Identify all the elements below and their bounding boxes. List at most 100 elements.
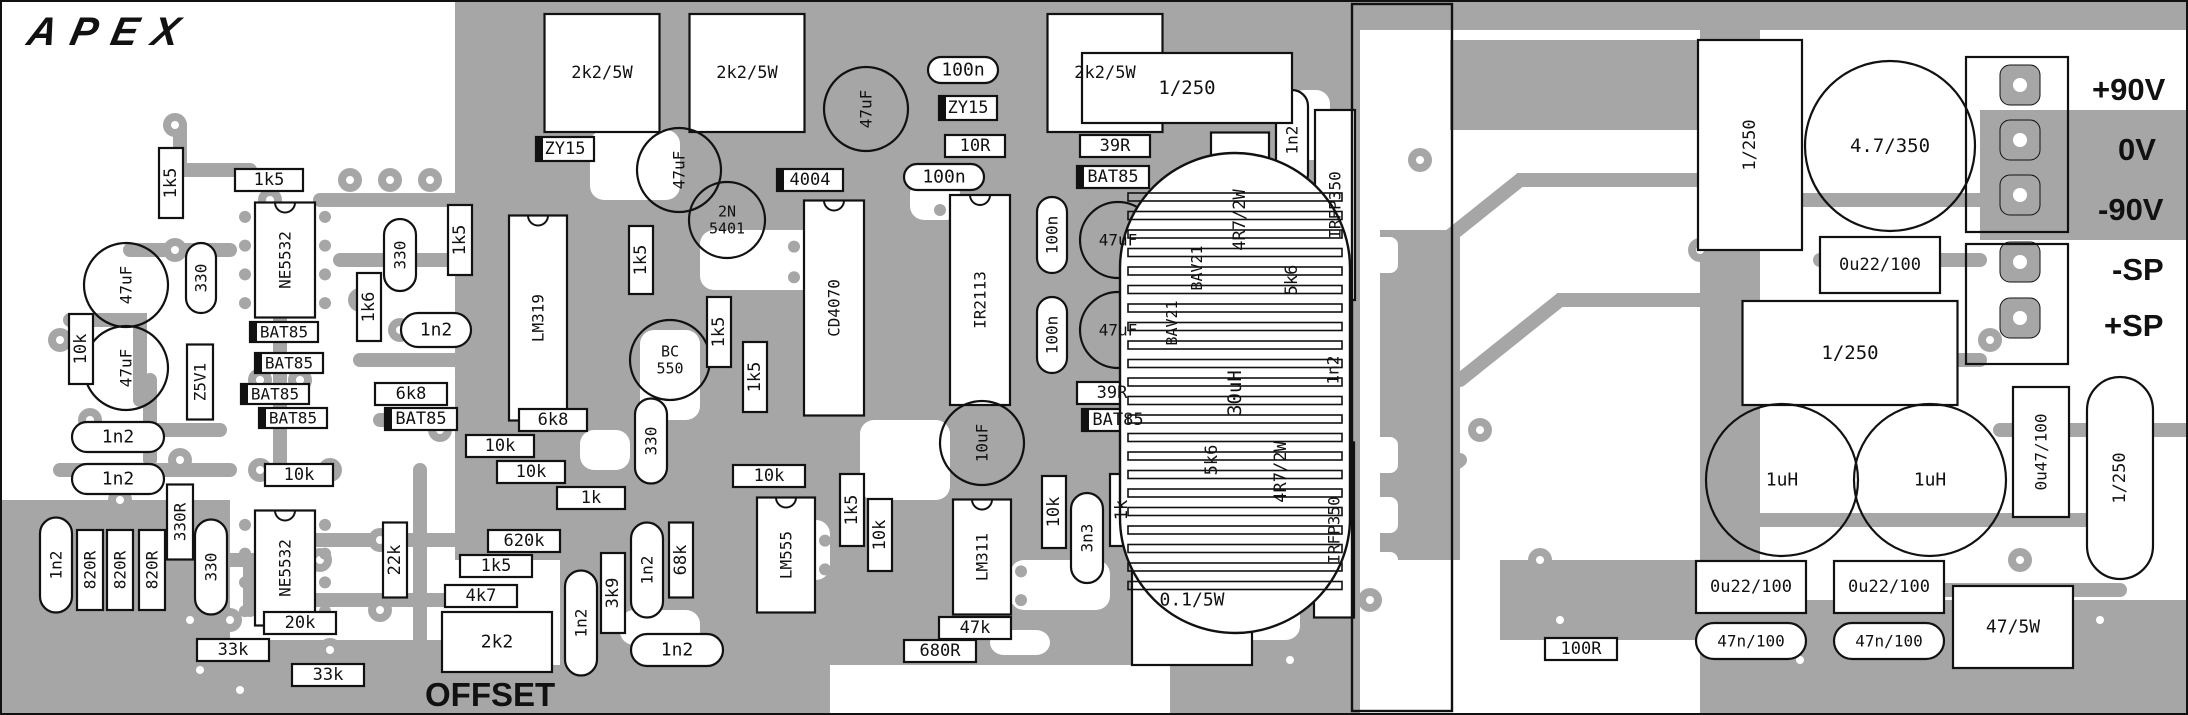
mosfet-pad xyxy=(1362,237,1398,273)
zd-zy15-1-band xyxy=(939,96,946,120)
ic-pin xyxy=(1014,264,1026,276)
ic-pin xyxy=(934,294,946,306)
d-bat85-c-band xyxy=(241,384,248,404)
connector-label-minus-sp: -SP xyxy=(2112,252,2164,287)
r-3k9-label: 3k9 xyxy=(603,578,623,609)
c-47uf-2 xyxy=(822,65,910,153)
terminal-hole xyxy=(2013,188,2027,202)
r-20k xyxy=(262,610,338,636)
r-620k-label: 620k xyxy=(504,531,545,551)
ic-lm319-label: LM319 xyxy=(529,294,548,342)
inductor-winding xyxy=(1127,284,1343,295)
connector-label-minus-90v: -90V xyxy=(2098,192,2164,227)
r-2k2-5w-3-label: 2k2/5W xyxy=(1074,63,1136,83)
c-100n-3-label: 100n xyxy=(1043,216,1062,255)
r-820r-2-label: 820R xyxy=(111,550,130,589)
pad-hole xyxy=(226,616,234,624)
c-4-7-350-label: 4.7/350 xyxy=(1850,135,1930,157)
c-1-250-2 xyxy=(1696,38,1804,252)
c-47n-100-2-outline xyxy=(1832,621,1946,661)
c-1n2-d-label: 1n2 xyxy=(102,427,135,448)
ic-pin xyxy=(1015,565,1027,578)
ic-pin xyxy=(1015,594,1027,607)
copper-clearance xyxy=(860,420,950,500)
c-330-3-outline xyxy=(633,397,669,485)
pad-hole xyxy=(326,646,334,654)
c-47n-100-1-label: 47n/100 xyxy=(1717,632,1784,651)
r-10k-left xyxy=(67,312,95,386)
r-10k-c-outline xyxy=(263,462,335,488)
ic-pin xyxy=(1014,384,1026,396)
c-1n2-h-label: 1n2 xyxy=(638,556,657,585)
c-330-4-label: 330 xyxy=(202,553,221,582)
r-10k-e-label: 10k xyxy=(870,520,890,551)
r-10k-b xyxy=(495,459,567,485)
r-4k7 xyxy=(443,583,519,609)
inductor-winding xyxy=(1127,414,1343,424)
ic-pin xyxy=(319,239,331,252)
r-820r-1-outline xyxy=(75,528,105,612)
ic-ir2113-label: IR2113 xyxy=(971,271,990,329)
c-47uf-6-label: 47uF xyxy=(1099,321,1138,340)
r-680r xyxy=(902,638,978,664)
c-1n2-f-label: 1n2 xyxy=(47,551,66,580)
r-820r-2 xyxy=(105,528,135,612)
ic-lm555-label: LM555 xyxy=(777,531,796,579)
r-10k-f-outline xyxy=(1040,474,1068,550)
r-10k-f xyxy=(1040,474,1068,550)
l-1uh-2 xyxy=(1852,402,2008,558)
inductor-winding xyxy=(1127,506,1343,517)
r-330r-label: 330R xyxy=(171,502,190,541)
ic-ir2113-outline xyxy=(948,193,1012,407)
t-2n5401 xyxy=(687,180,767,260)
ic-ne5532-2-notch xyxy=(274,510,296,522)
inductor-winding xyxy=(1127,303,1343,313)
r-33k-2 xyxy=(290,662,366,688)
r-5k6-2-label: 5k6 xyxy=(1202,445,1222,476)
c-330-1-label: 330 xyxy=(192,264,211,293)
ic-pin xyxy=(239,210,251,223)
c-0u22-100-3-outline xyxy=(1832,559,1946,615)
d-bat85-top-label: BAT85 xyxy=(1087,167,1138,187)
pad-hole xyxy=(186,616,194,624)
ic-pin xyxy=(571,224,583,237)
r-100r-label: 100R xyxy=(1561,639,1603,659)
copper-trace xyxy=(173,118,257,177)
r-1k-outline xyxy=(555,485,627,511)
r-47-5w xyxy=(1951,584,2075,670)
r-2k2-5w-2-label: 2k2/5W xyxy=(716,63,778,83)
copper-pour xyxy=(1500,560,1700,640)
r-1k5-f-label: 1k5 xyxy=(842,495,862,526)
inductor-winding xyxy=(1127,340,1343,350)
r-1k-label: 1k xyxy=(581,488,601,508)
q-irfp350-1-label: IRFP350 xyxy=(1326,171,1345,238)
c-0u22-100-1-outline xyxy=(1818,235,1942,295)
c-100n-1 xyxy=(926,55,1000,85)
r-33k-1-outline xyxy=(195,637,271,663)
r-4r7-2w-2-label: 4R7/2W xyxy=(1271,441,1291,503)
ic-pin xyxy=(788,240,800,253)
ic-lm319-notch xyxy=(527,215,549,227)
r-330r-outline xyxy=(165,483,195,561)
pad-hole xyxy=(386,176,394,184)
r-1k5-e-outline xyxy=(458,553,534,579)
c-47n-100-2-label: 47n/100 xyxy=(1855,632,1922,651)
ic-ne5532-1 xyxy=(239,201,331,319)
ic-pin xyxy=(741,534,753,547)
ic-lm311 xyxy=(937,498,1027,616)
r-10k-d-label: 10k xyxy=(754,466,785,486)
pad-hole xyxy=(176,456,184,464)
r-4k7-outline xyxy=(443,583,519,609)
pad-hole xyxy=(116,496,124,504)
d-bav21-2-label: BAV21 xyxy=(1163,300,1181,345)
r-10k-e-outline xyxy=(866,497,894,573)
r-22k xyxy=(381,521,409,599)
r-10r-outline xyxy=(943,133,1007,159)
c-47uf-1 xyxy=(635,126,723,214)
r-680r-label: 680R xyxy=(920,641,962,661)
r-680r-outline xyxy=(902,638,978,664)
r-1k5-top-label: 1k5 xyxy=(254,170,285,190)
ic-pin xyxy=(819,505,831,518)
r-6k8-2 xyxy=(517,407,589,433)
ic-ne5532-1-outline xyxy=(253,201,317,319)
